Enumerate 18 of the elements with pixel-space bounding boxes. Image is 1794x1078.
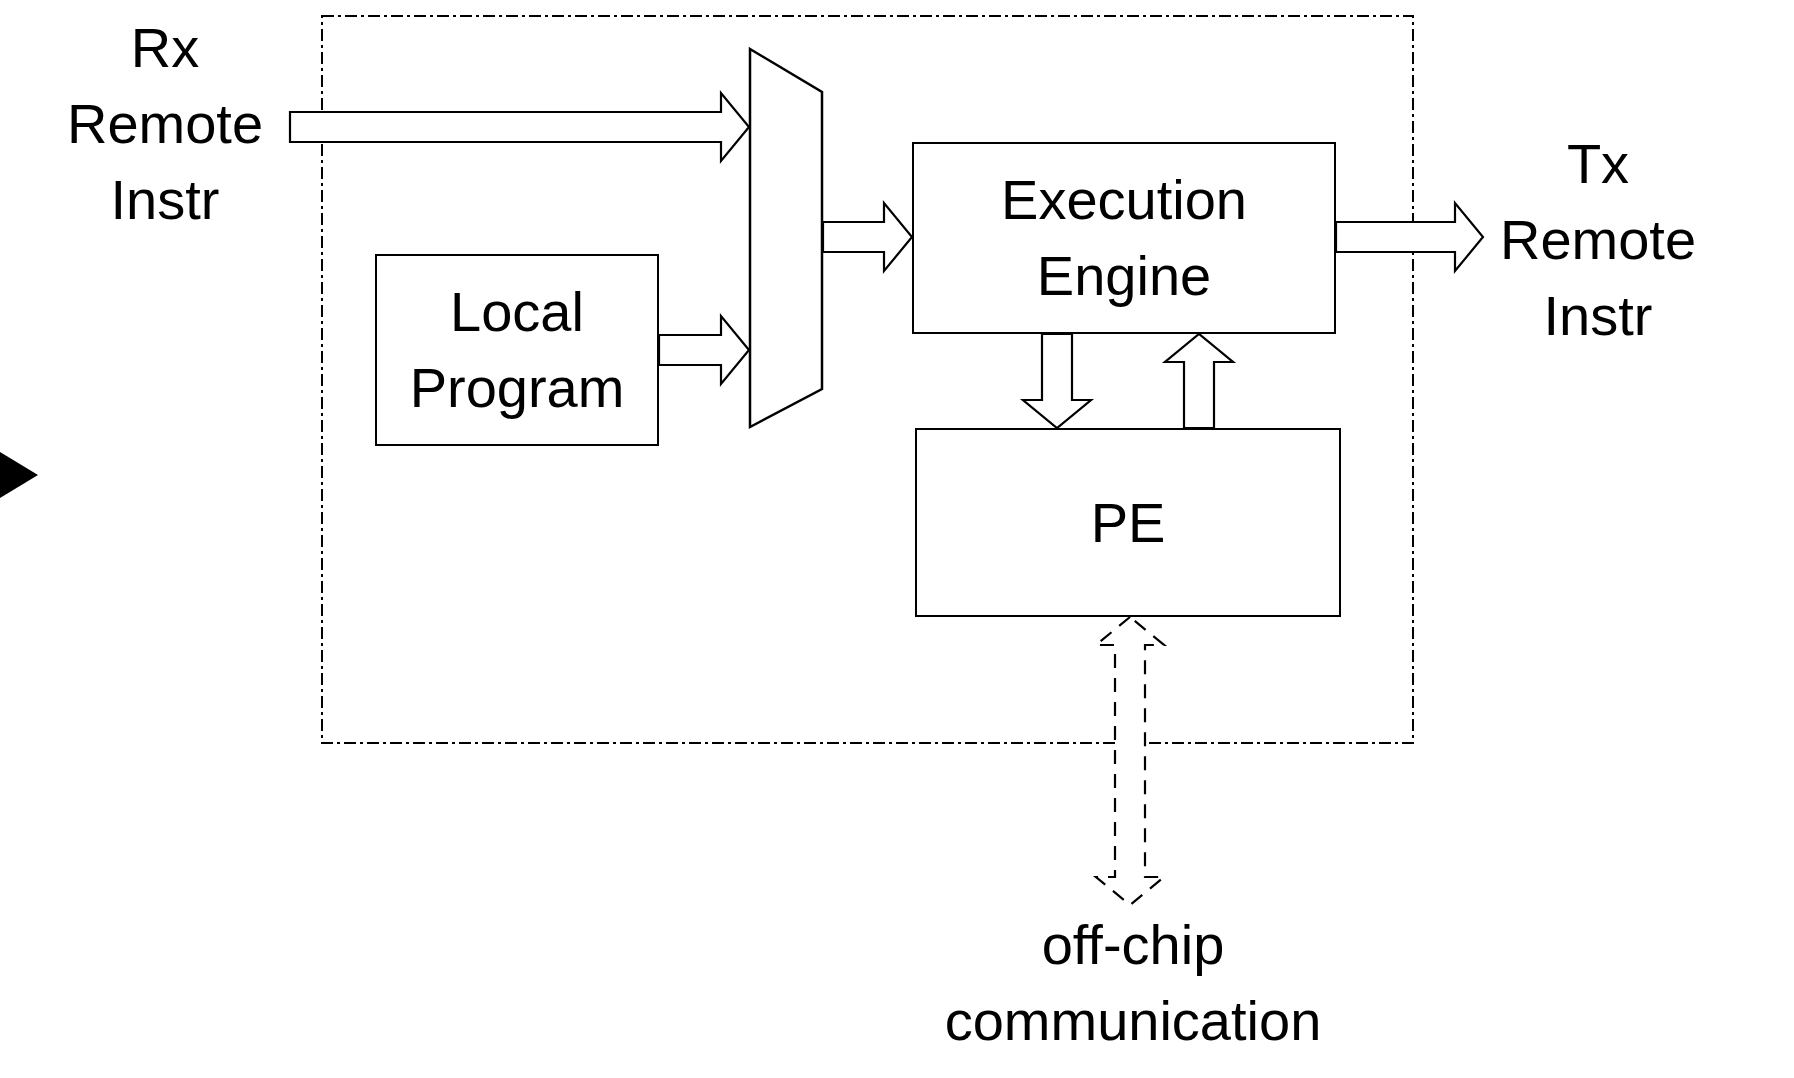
- block-arrow: [1019, 332, 1095, 430]
- block-arrow: [1334, 199, 1485, 275]
- process-box: [912, 142, 1336, 334]
- block-arrow: [288, 89, 751, 165]
- multiplexer-trapezoid: [749, 48, 823, 428]
- box-label: Execution Engine: [1000, 167, 1248, 309]
- block-arrow: [821, 199, 914, 275]
- process-box: [915, 428, 1341, 617]
- dashed-boundary: [321, 15, 1414, 744]
- box-label: PE: [1090, 489, 1166, 556]
- text-label: Rx Remote Instr: [65, 15, 265, 233]
- block-arrow: [657, 312, 751, 388]
- text-label: Tx Remote Instr: [1498, 131, 1698, 349]
- box-label: Local Program: [408, 279, 626, 421]
- block-arrow: [1161, 332, 1237, 430]
- block-arrow: [1092, 615, 1168, 907]
- process-box: [375, 254, 659, 446]
- text-label: off-chip communication: [943, 912, 1323, 1054]
